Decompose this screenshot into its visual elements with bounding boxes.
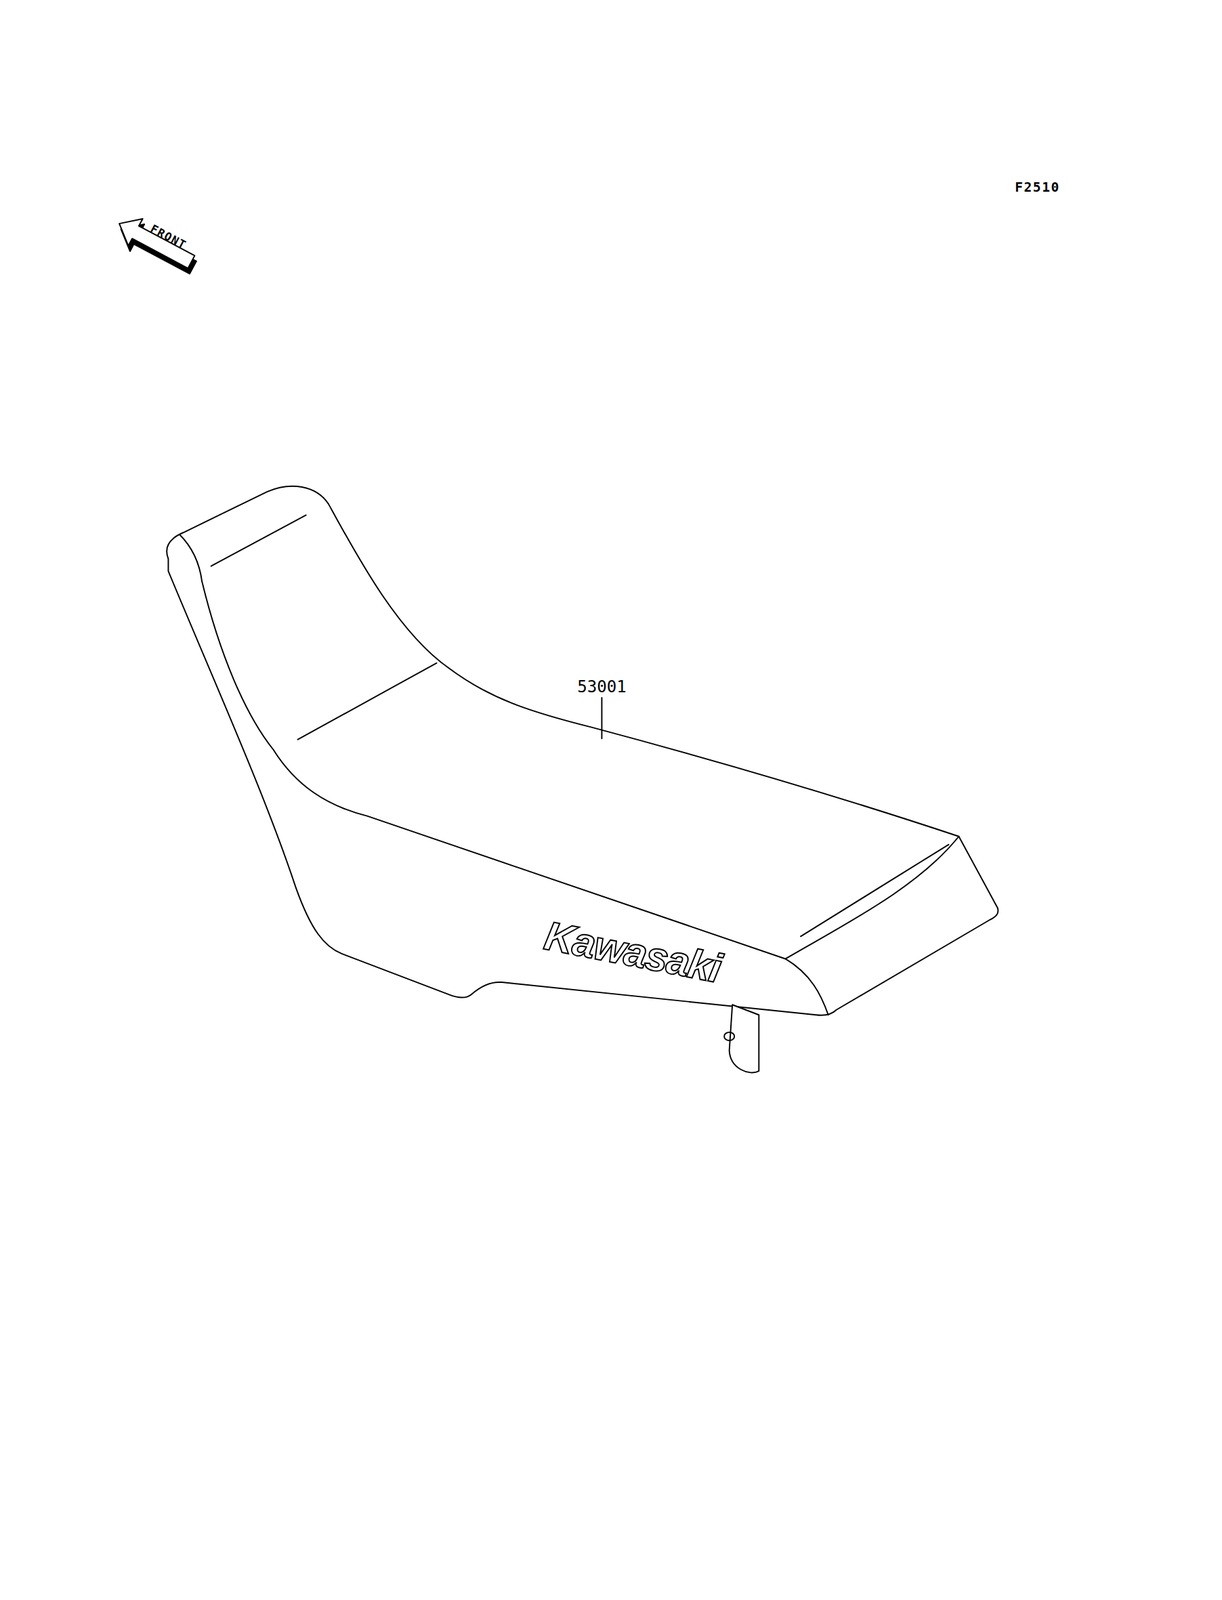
seam-line (211, 514, 307, 566)
figure-number: F2510 (1014, 179, 1060, 196)
seat-edge (179, 534, 829, 1015)
seam-line (800, 844, 949, 937)
front-arrow (110, 209, 203, 282)
seam-line (298, 663, 437, 740)
seat-edge (785, 836, 959, 960)
leader-line (600, 697, 603, 739)
seat-outline (166, 486, 998, 1016)
bracket-hole (724, 1032, 735, 1041)
callout-number: 53001 (577, 676, 627, 697)
